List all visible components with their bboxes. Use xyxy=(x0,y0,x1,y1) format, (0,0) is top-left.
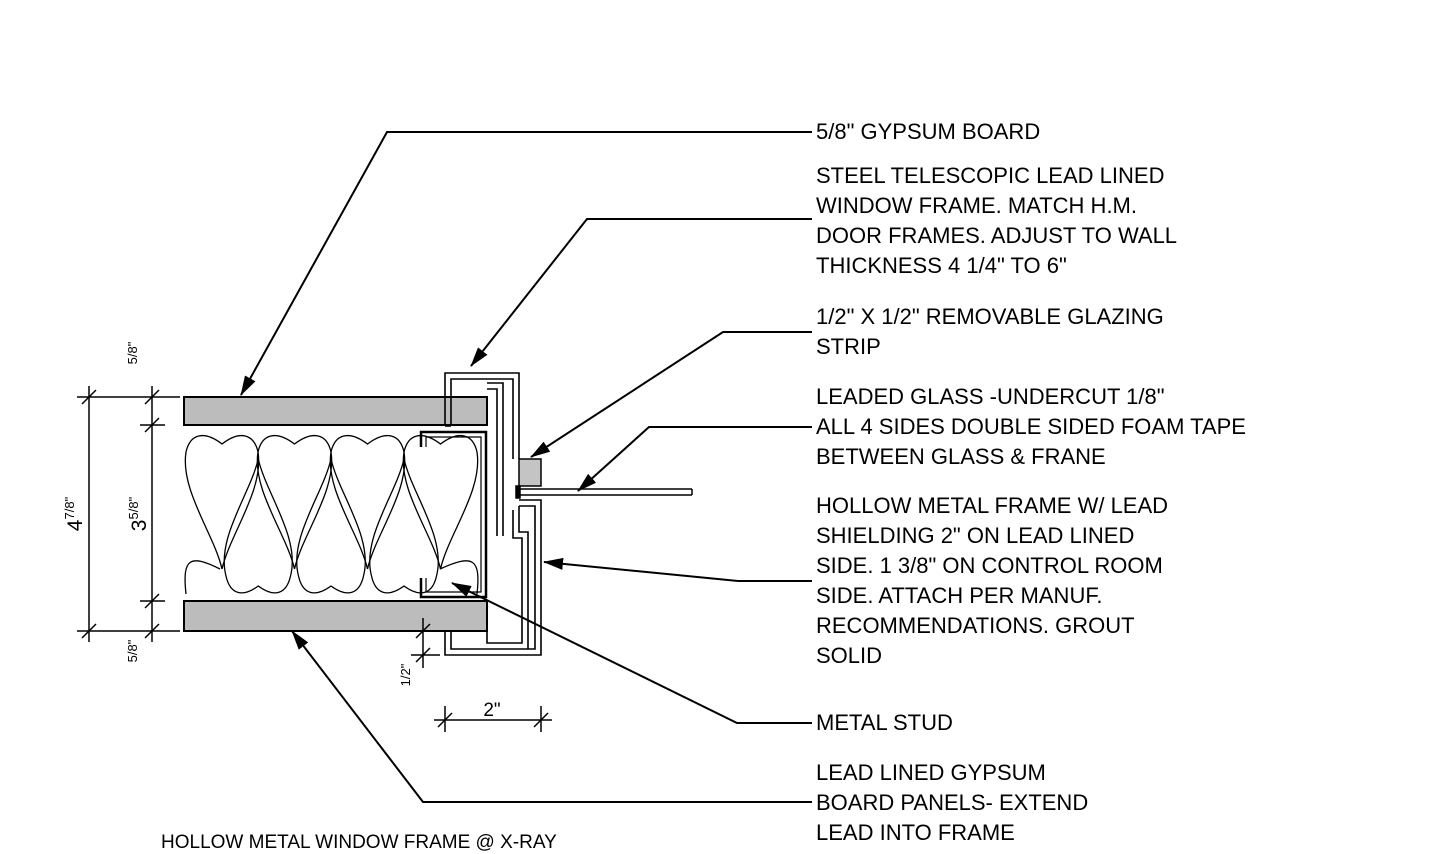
insulation-loops xyxy=(184,434,479,595)
leader-glazing-strip xyxy=(530,331,812,458)
note-line: SIDE. ATTACH PER MANUF. xyxy=(816,583,1103,608)
insulation-loop-bottom xyxy=(369,458,439,594)
note-line: LEADED GLASS -UNDERCUT 1/8" xyxy=(816,384,1165,409)
drawing-title: HOLLOW METAL WINDOW FRAME @ X-RAY xyxy=(161,832,557,853)
insulation-loop-end xyxy=(184,560,221,595)
dim-offset: 1/2" xyxy=(398,663,413,686)
svg-text:47/8": 47/8" xyxy=(62,496,87,531)
leader-telescopic-frame xyxy=(470,218,812,367)
dim-stud-fraction: 5/8" xyxy=(126,496,141,519)
leader-hollow-metal-frame xyxy=(543,557,812,582)
note-metal-stud: METAL STUD xyxy=(816,708,953,738)
note-line: STRIP xyxy=(816,334,881,359)
note-line: RECOMMENDATIONS. GROUT xyxy=(816,613,1135,638)
dim-overall-label: 47/8" xyxy=(62,496,87,531)
note-line: SOLID xyxy=(816,643,883,668)
leader-gypsum-board xyxy=(240,131,812,396)
insulation-loop-top xyxy=(329,434,406,570)
leader-lead-lined-gypsum xyxy=(291,630,812,803)
insulation-loop-end xyxy=(439,560,479,595)
note-line: BOARD PANELS- EXTEND xyxy=(816,790,1089,815)
note-line: LEAD INTO FRAME xyxy=(816,820,1015,845)
note-gypsum-board: 5/8" GYPSUM BOARD xyxy=(816,117,1040,147)
svg-text:35/8": 35/8" xyxy=(126,496,151,531)
hollow-metal-frame-shape xyxy=(444,499,542,656)
note-line: WINDOW FRAME. MATCH H.M. xyxy=(816,193,1137,218)
dim-stud-whole: 3 xyxy=(128,520,151,532)
note-line: 1/2" X 1/2" REMOVABLE GLAZING xyxy=(816,304,1164,329)
insulation-loop-top xyxy=(184,434,260,570)
note-line: DOOR FRAMES. ADJUST TO WALL xyxy=(816,223,1178,248)
dim-top-board: 5/8" xyxy=(125,341,140,364)
bottom-gypsum-board xyxy=(183,600,488,632)
note-line: BETWEEN GLASS & FRANE xyxy=(816,444,1106,469)
leader-lines xyxy=(240,131,812,803)
note-line: THICKNESS 4 1/4" TO 6" xyxy=(816,253,1067,278)
dim-overall-whole: 4 xyxy=(64,519,87,531)
leader-metal-stud xyxy=(451,582,812,724)
leader-leaded-glass xyxy=(577,426,812,492)
note-line: 5/8" GYPSUM BOARD xyxy=(816,119,1041,144)
note-line: METAL STUD xyxy=(816,710,953,735)
note-lead-lined-gypsum: LEAD LINED GYPSUM BOARD PANELS- EXTEND L… xyxy=(816,758,1088,848)
insulation-loop-bottom xyxy=(223,458,293,594)
note-glazing-strip: 1/2" X 1/2" REMOVABLE GLAZING STRIP xyxy=(816,302,1164,362)
note-line: ALL 4 SIDES DOUBLE SIDED FOAM TAPE xyxy=(816,414,1246,439)
glazing-strip-block xyxy=(518,458,542,487)
dim-bottom-board: 5/8" xyxy=(125,639,140,662)
metal-stud-channel xyxy=(419,430,488,599)
leaded-glass-pane xyxy=(515,485,693,499)
note-line: SHIELDING 2" ON LEAD LINED xyxy=(816,523,1135,548)
insulation-loop-bottom xyxy=(296,458,366,594)
note-line: SIDE. 1 3/8" ON CONTROL ROOM xyxy=(816,553,1163,578)
note-hollow-metal-frame: HOLLOW METAL FRAME W/ LEAD SHIELDING 2" … xyxy=(816,491,1168,671)
dim-overall-fraction: 7/8" xyxy=(62,496,77,519)
note-line: LEAD LINED GYPSUM xyxy=(816,760,1046,785)
dimension-lines xyxy=(77,386,552,732)
insulation-loop-top xyxy=(256,434,333,570)
insulation-loop-top xyxy=(402,434,479,570)
telescopic-frame-shape xyxy=(444,372,520,536)
note-line: STEEL TELESCOPIC LEAD LINED xyxy=(816,163,1165,188)
note-line: HOLLOW METAL FRAME W/ LEAD xyxy=(816,493,1169,518)
dim-frame-width: 2" xyxy=(483,700,500,721)
note-leaded-glass: LEADED GLASS -UNDERCUT 1/8" ALL 4 SIDES … xyxy=(816,382,1246,472)
note-telescopic-frame: STEEL TELESCOPIC LEAD LINED WINDOW FRAME… xyxy=(816,161,1177,281)
dim-stud-label: 35/8" xyxy=(126,496,151,531)
top-gypsum-board xyxy=(183,396,488,426)
